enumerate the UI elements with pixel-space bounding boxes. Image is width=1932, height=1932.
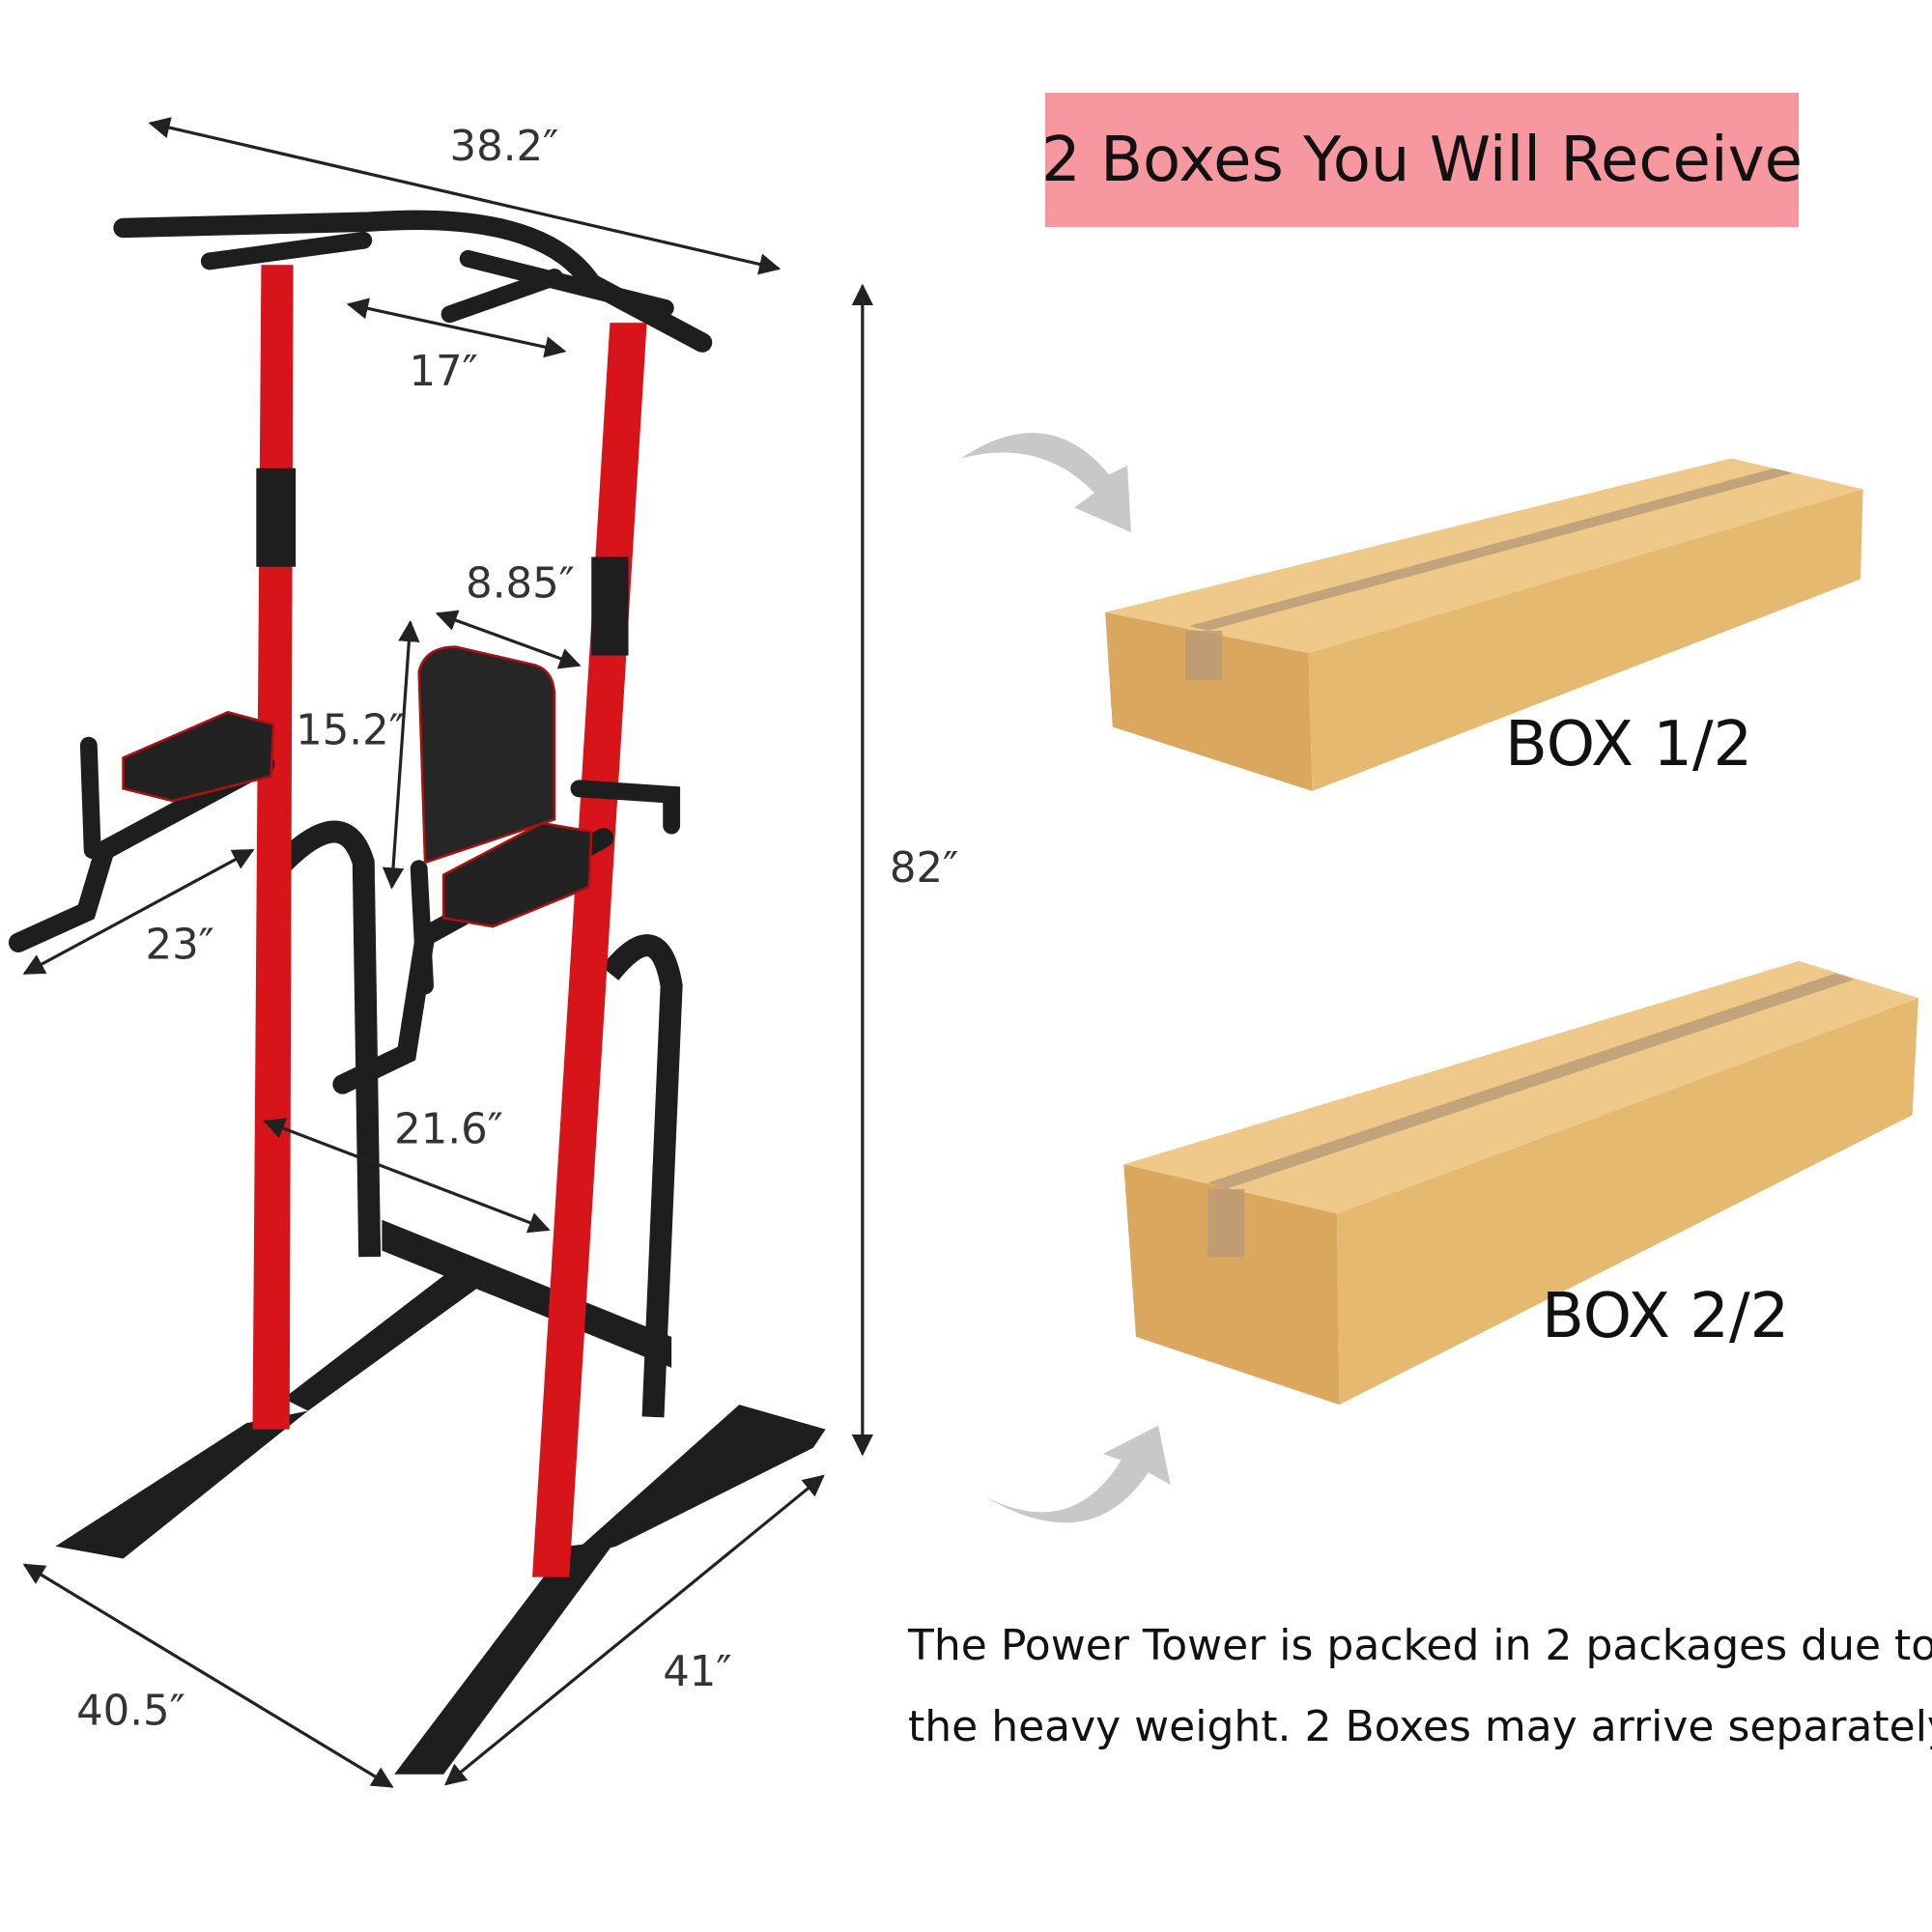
dim-inner-width: 21.6″ [394, 1106, 503, 1154]
dimension-labels: 38.2″ 17″ 8.85″ 15.2″ 23″ 82″ 21.6″ 40.5… [76, 123, 958, 1736]
power-tower [8, 210, 826, 1775]
dim-top-width: 38.2″ [450, 123, 559, 171]
box-1-label: BOX 1/2 [1505, 709, 1753, 781]
box-2-illustration [1123, 960, 1918, 1406]
dimension-lines [22, 117, 874, 1788]
banner-title: 2 Boxes You Will Receive [1041, 124, 1803, 196]
dim-base-depth: 41″ [663, 1648, 731, 1696]
curved-arrow-icon [985, 1425, 1171, 1523]
title-banner: 2 Boxes You Will Receive [1041, 93, 1803, 227]
note-line-2: the heavy weight. 2 Boxes may arrive sep… [908, 1702, 1932, 1751]
shipping-note: The Power Tower is packed in 2 packages … [908, 1605, 1932, 1768]
curved-arrow-icon [960, 433, 1131, 533]
dim-back-pad-width: 8.85″ [466, 560, 575, 609]
dim-pullup-spacing: 17″ [409, 348, 477, 396]
dim-base-width: 40.5″ [76, 1688, 185, 1736]
note-line-1: The Power Tower is packed in 2 packages … [908, 1621, 1932, 1670]
box-1-illustration [1105, 458, 1863, 791]
dim-total-height: 82″ [890, 844, 958, 893]
dim-dip-length: 23″ [146, 921, 214, 969]
box-2-label: BOX 2/2 [1542, 1281, 1790, 1352]
dim-back-pad-height: 15.2″ [296, 706, 405, 754]
